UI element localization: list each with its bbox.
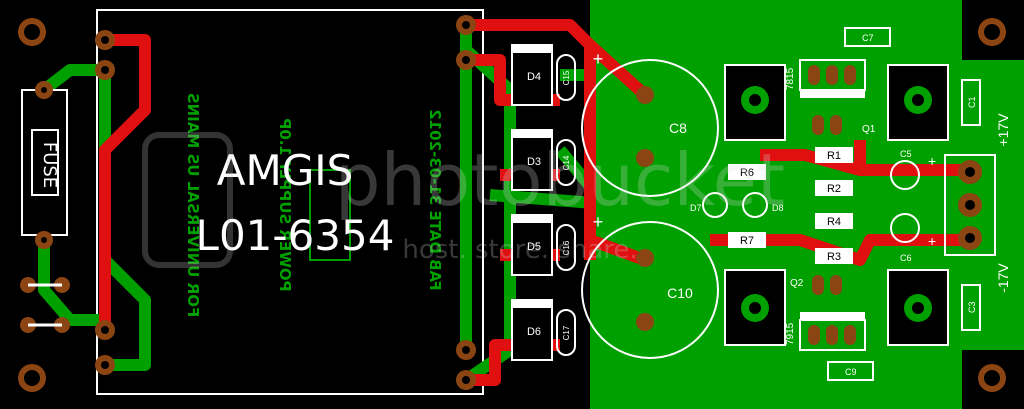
plus-sign: + [928,233,936,249]
resistor-label: R3 [827,251,841,263]
mirrored-text: FOR UNIVERSAL US MAINS POWER SUPPLY 1.0P… [184,93,444,317]
diode-bridge [511,44,553,361]
svg-text:FAB DATE 31-03-2012: FAB DATE 31-03-2012 [426,109,444,290]
svg-text:photobucket: photobucket [335,138,785,222]
board-part-number: L01-6354 [196,211,395,260]
svg-text:host. store. share.: host. store. share. [402,235,637,265]
watermark: photobucket host. store. share. [142,132,785,268]
cap-label: C3 [967,301,977,313]
cap-label: C15 [562,70,571,85]
diode-label: D5 [527,241,541,253]
cap-label: C14 [562,155,571,170]
diode-label: D4 [527,71,541,83]
neg-rail-label: -17V [995,263,1011,293]
resistor-label: R7 [740,235,754,247]
cap-label: C1 [967,96,977,108]
leds [702,192,768,218]
electrolytic-caps [581,59,719,359]
heatsinks [724,64,949,346]
diode-label: D3 [527,156,541,168]
plus-sign: + [593,212,604,232]
diode-label: D6 [527,326,541,338]
board-title: AMGIS [217,146,354,195]
resistors [728,147,853,264]
cap-label: C5 [900,149,912,159]
output-connector [944,154,996,256]
logo-box [309,169,351,261]
svg-text:FOR UNIVERSAL US MAINS: FOR UNIVERSAL US MAINS [184,93,202,317]
led-label: D8 [772,203,784,213]
svg-text:POWER SUPPLY 1.0P: POWER SUPPLY 1.0P [276,118,294,291]
cap-c8-label: C8 [669,120,687,136]
resistor-label: R4 [827,216,841,228]
resistor-label: R6 [740,167,754,179]
cap-label: C17 [562,325,571,340]
plus-sign: + [593,49,604,69]
led-label: D7 [690,203,702,213]
cap-c10-label: C10 [667,285,693,301]
transformer-outline [96,9,484,395]
cap-label: C16 [562,240,571,255]
small-caps-right [827,27,981,381]
small-caps [556,54,576,356]
pos-rail-label: +17V [995,113,1011,147]
transistor-label: Q2 [790,278,804,289]
plus-sign: + [928,153,936,169]
cap-label: C9 [845,367,857,377]
resistor-label: R2 [827,183,841,195]
mounting-holes [18,18,1006,392]
resistor-label: R1 [827,150,841,162]
cap-label: C6 [900,253,912,263]
transistor-label: Q1 [862,124,876,135]
cap-label: C7 [862,33,874,43]
regulator-label: 7915 [785,322,796,345]
regulator-label: 7815 [785,67,796,90]
fuse-label: FUSE [39,142,60,188]
